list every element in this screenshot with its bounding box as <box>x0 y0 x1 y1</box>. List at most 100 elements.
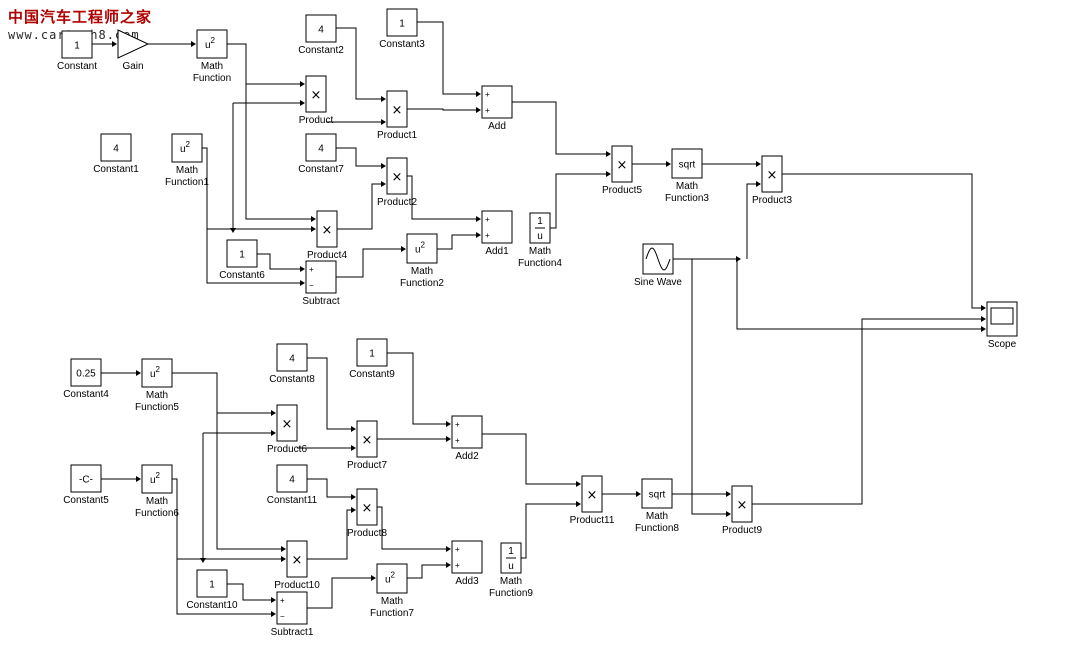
signal-line[interactable] <box>307 577 372 609</box>
block-scope[interactable]: Scope <box>986 301 1018 350</box>
block-body <box>196 569 228 598</box>
block-value: 1 <box>239 250 245 261</box>
signal-line[interactable] <box>782 173 982 309</box>
block-product7[interactable]: ×Product7 <box>347 420 387 471</box>
block-constant5[interactable]: -C-Constant5 <box>63 464 109 506</box>
signal-line[interactable] <box>245 84 312 220</box>
signal-line[interactable] <box>417 21 477 95</box>
signal-line[interactable] <box>307 357 352 430</box>
signal-line[interactable] <box>691 259 727 515</box>
signal-line[interactable] <box>337 183 382 230</box>
signal-arrowhead <box>981 316 986 322</box>
signal-arrowhead <box>381 163 386 169</box>
block-add[interactable]: ++Add <box>481 85 513 132</box>
signal-arrowhead <box>271 430 276 436</box>
signal-line[interactable] <box>736 259 982 330</box>
signal-line[interactable] <box>752 318 982 505</box>
block-product2[interactable]: ×Product2 <box>377 157 417 208</box>
block-product1[interactable]: ×Product1 <box>377 90 417 141</box>
block-product5[interactable]: ×Product5 <box>602 145 642 196</box>
signal-line[interactable] <box>387 352 447 425</box>
signal-line[interactable] <box>227 43 301 85</box>
block-sine[interactable]: Sine Wave <box>634 243 682 288</box>
signal-arrowhead <box>300 266 305 272</box>
multiply-symbol: × <box>392 170 403 185</box>
block-body <box>481 210 513 244</box>
signal-arrowhead <box>606 171 611 177</box>
signal-line[interactable] <box>512 101 607 155</box>
block-body <box>451 540 483 574</box>
signal-line[interactable] <box>550 173 607 229</box>
signal-line[interactable] <box>407 108 477 111</box>
block-product[interactable]: ×Product <box>299 75 334 126</box>
signal-line[interactable] <box>202 147 312 230</box>
signal-line[interactable] <box>307 509 352 560</box>
block-product10[interactable]: ×Product10 <box>274 540 320 591</box>
signal-line[interactable] <box>521 503 577 559</box>
block-product8[interactable]: ×Product8 <box>347 488 387 539</box>
sqrt-symbol: sqrt <box>649 490 666 501</box>
block-add2[interactable]: ++Add2 <box>451 415 483 462</box>
block-label: Add2 <box>455 451 479 462</box>
block-gain[interactable]: Gain <box>117 29 150 72</box>
signal-line[interactable] <box>257 253 301 270</box>
signal-line[interactable] <box>227 583 272 601</box>
block-add1[interactable]: ++Add1 <box>481 210 513 257</box>
signal-line[interactable] <box>407 175 477 220</box>
signal-line[interactable] <box>336 248 402 278</box>
signal-line[interactable] <box>377 506 447 550</box>
signal-line[interactable] <box>482 433 577 485</box>
block-product4[interactable]: ×Product4 <box>307 210 347 261</box>
signal-line[interactable] <box>437 234 477 250</box>
signal-line[interactable] <box>172 372 272 414</box>
signal-arrowhead <box>981 305 986 311</box>
block-add3[interactable]: ++Add3 <box>451 540 483 587</box>
block-subtract[interactable]: +−Subtract <box>302 260 340 307</box>
block-value: 1 <box>369 349 375 360</box>
signal-line[interactable] <box>336 147 382 167</box>
signal-line[interactable] <box>407 564 447 579</box>
block-body <box>276 343 308 372</box>
block-subtract1[interactable]: +−Subtract1 <box>271 591 314 638</box>
block-body <box>226 239 258 268</box>
block-product11[interactable]: ×Product11 <box>570 475 615 526</box>
signal-arrowhead <box>381 181 386 187</box>
signal-line[interactable] <box>206 229 301 284</box>
block-product6[interactable]: ×Product6 <box>267 404 307 455</box>
signal-line[interactable] <box>307 478 352 498</box>
block-label: Constant3 <box>379 39 425 50</box>
signal-arrowhead <box>112 41 117 47</box>
signal-line[interactable] <box>746 183 757 259</box>
block-product3[interactable]: ×Product3 <box>752 155 792 206</box>
block-product9[interactable]: ×Product9 <box>722 485 762 536</box>
signal-line[interactable] <box>172 478 272 615</box>
signal-line[interactable] <box>216 413 282 550</box>
signal-line[interactable] <box>336 27 382 100</box>
signal-arrowhead <box>351 445 356 451</box>
signal-arrowhead <box>351 426 356 432</box>
